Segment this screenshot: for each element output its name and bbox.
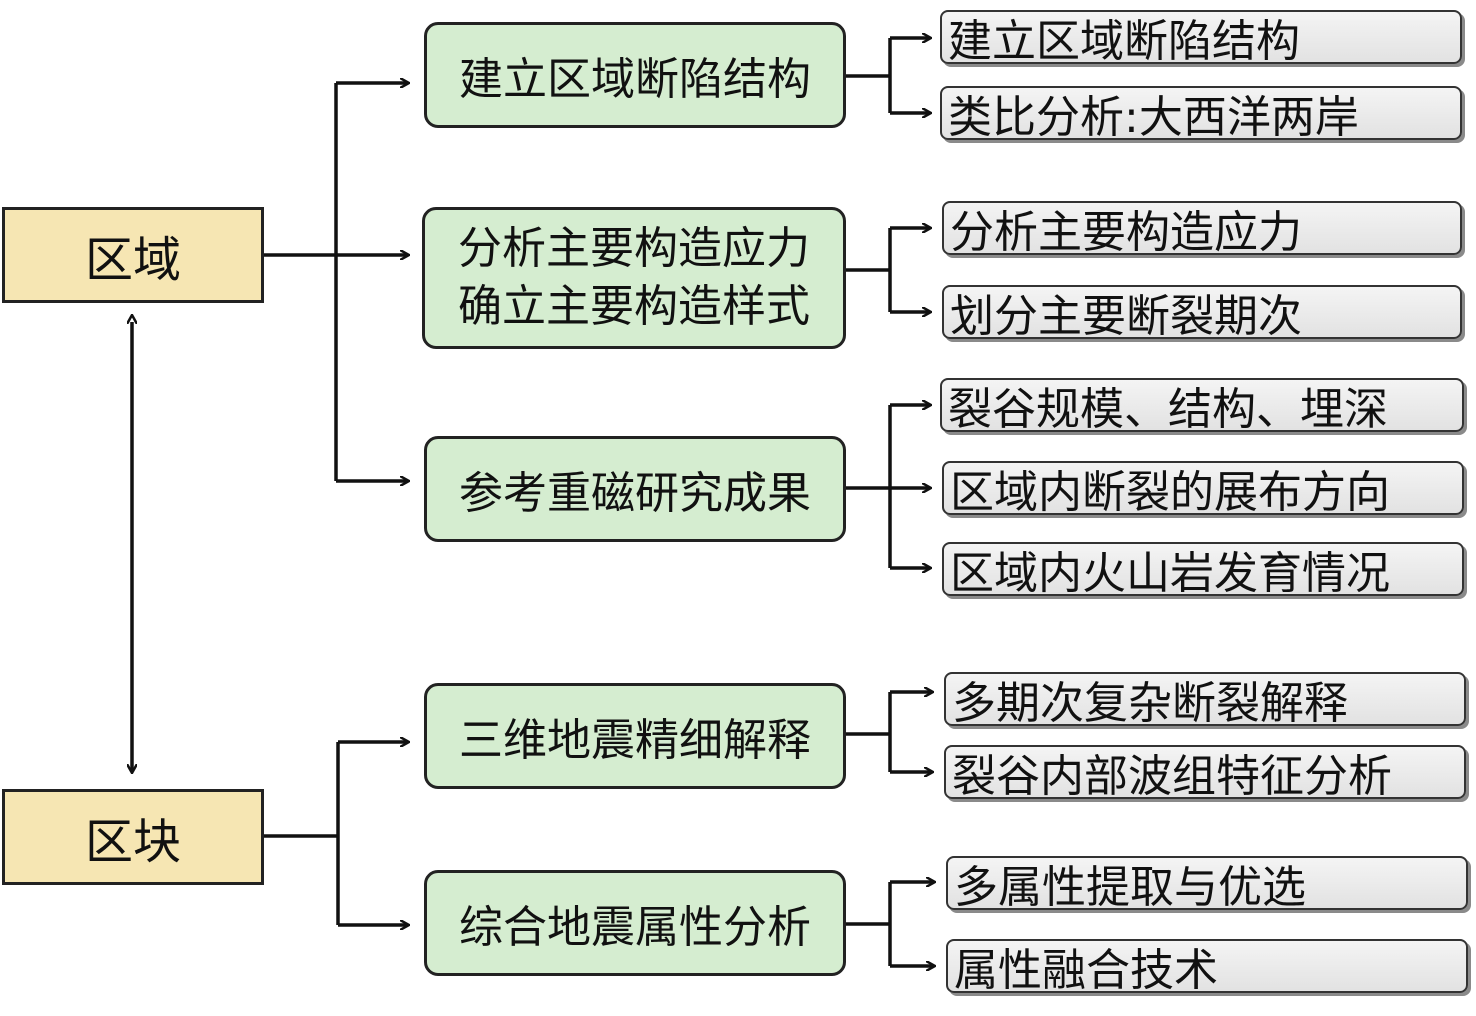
mid-node-tectonic-stress: 分析主要构造应力 确立主要构造样式 [422,207,846,349]
leaf-node: 裂谷内部波组特征分析 [944,745,1466,799]
mid-node-label: 参考重磁研究成果 [459,468,811,519]
leaf-node: 建立区域断陷结构 [940,10,1462,64]
leaf-node: 划分主要断裂期次 [942,285,1462,339]
root-node-region: 区域 [2,207,264,303]
leaf-node: 类比分析:大西洋两岸 [940,86,1462,140]
leaf-node: 裂谷规模、结构、埋深 [940,378,1464,432]
mid-node-gravity-magnetic: 参考重磁研究成果 [424,436,846,542]
leaf-node: 多属性提取与优选 [946,856,1468,910]
leaf-node: 区域内火山岩发育情况 [942,542,1464,596]
mid-node-label: 三维地震精细解释 [459,715,811,766]
root-node-block: 区块 [2,789,264,885]
leaf-node: 多期次复杂断裂解释 [944,672,1466,726]
leaf-node: 分析主要构造应力 [942,201,1462,255]
leaf-node: 属性融合技术 [946,939,1468,993]
mid-node-label: 综合地震属性分析 [459,902,811,953]
mid-node-label-line2: 确立主要构造样式 [458,281,810,332]
mid-node-fault-structure: 建立区域断陷结构 [424,22,846,128]
mid-node-seismic-attribute: 综合地震属性分析 [424,870,846,976]
mid-node-label: 建立区域断陷结构 [459,54,811,105]
mid-node-label-line1: 分析主要构造应力 [458,223,810,274]
leaf-node: 区域内断裂的展布方向 [942,461,1464,515]
mid-node-3d-seismic: 三维地震精细解释 [424,683,846,789]
